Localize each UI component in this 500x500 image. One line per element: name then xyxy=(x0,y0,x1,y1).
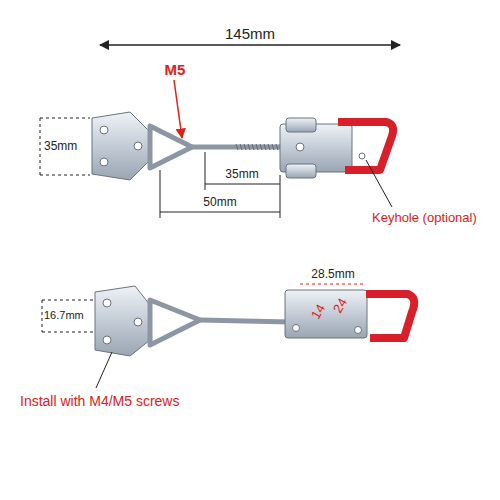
install-note: Install with M4/M5 screws xyxy=(20,394,179,409)
thread xyxy=(276,144,278,150)
keyhole-note: Keyhole (optional) xyxy=(372,210,477,225)
thread xyxy=(260,144,262,150)
thread-dimension: 35mm xyxy=(225,167,258,182)
bottom-latch xyxy=(95,286,414,356)
thread xyxy=(240,144,242,150)
rod-dimension: 50mm xyxy=(203,195,236,210)
overall-dimension xyxy=(100,44,400,46)
dimension-lines xyxy=(40,118,280,218)
thread xyxy=(252,144,254,150)
body-dimension: 28.5mm xyxy=(311,267,354,282)
leader-line xyxy=(174,80,182,138)
thread xyxy=(256,144,258,150)
plate-dimension: 35mm xyxy=(44,139,77,154)
thread xyxy=(272,144,274,150)
thread-size: M5 xyxy=(165,62,186,77)
hole-spacing: 16.7mm xyxy=(44,308,84,323)
dimension-lines xyxy=(42,284,366,332)
thread xyxy=(264,144,266,150)
thread xyxy=(268,144,270,150)
leader-line xyxy=(96,352,112,388)
leader-line xyxy=(366,160,392,207)
overall-dimension: 145mm xyxy=(225,26,275,41)
thread xyxy=(236,144,238,150)
thread xyxy=(244,144,246,150)
thread xyxy=(248,144,250,150)
